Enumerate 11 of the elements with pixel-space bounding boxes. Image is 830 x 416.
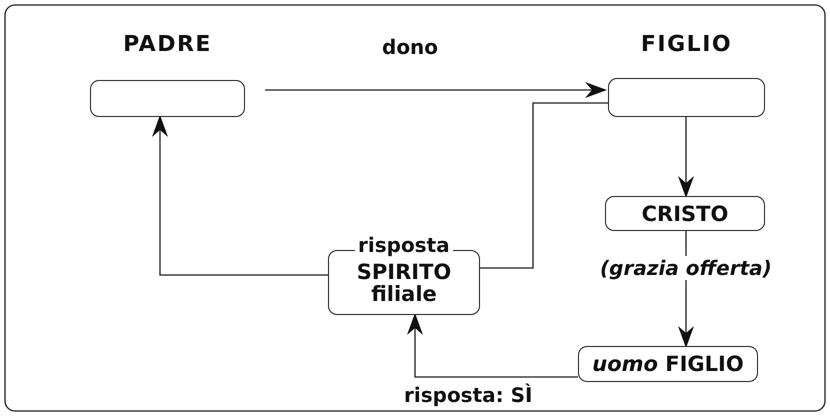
heading-label: FIGLIO: [640, 32, 734, 57]
arrow: [265, 82, 607, 98]
rounded-box: [605, 196, 765, 231]
node-label: SPIRITO filiale: [356, 260, 452, 304]
node-label: CRISTO: [642, 202, 728, 224]
arrow: [407, 313, 578, 378]
arrow: [678, 117, 694, 198]
heading-label: PADRE: [122, 32, 213, 57]
arrow: [152, 115, 328, 276]
rounded-box: [578, 346, 758, 382]
node-label: uomo FIGLIO: [592, 353, 744, 375]
